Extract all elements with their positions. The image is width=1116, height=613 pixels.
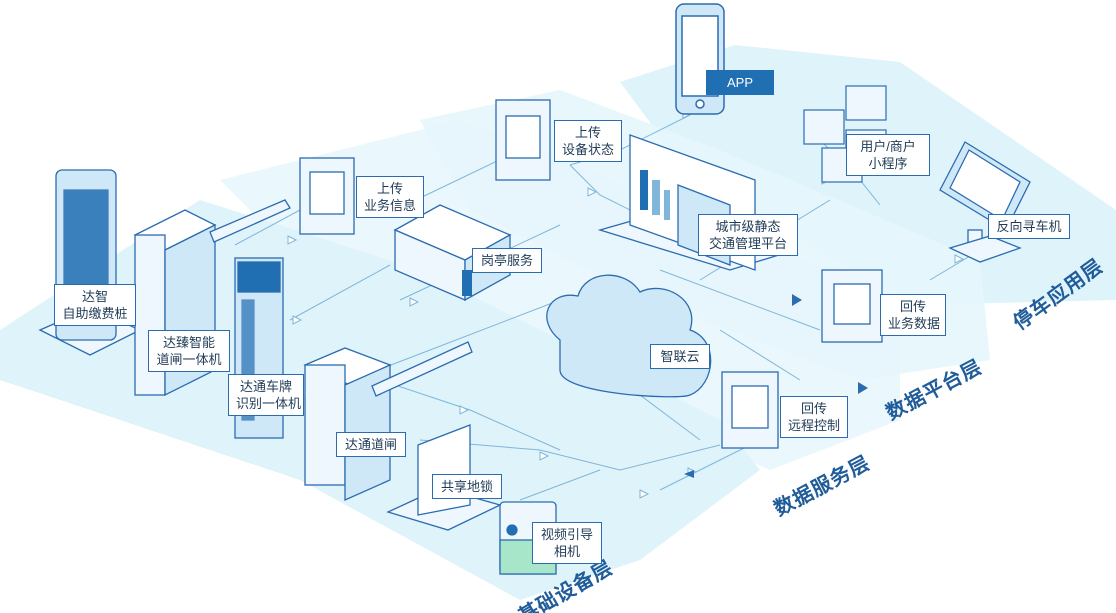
label-return-business: 回传 业务数据 (880, 294, 946, 336)
label-city-platform-line1: 城市级静态 (715, 219, 781, 234)
label-kiosk-service: 岗亭服务 (472, 248, 542, 273)
touchscreen-kiosk-icon (939, 141, 1031, 263)
server-box-icon (299, 99, 883, 449)
label-return-business-line2: 业务数据 (888, 316, 941, 331)
label-mini-program-line2: 小程序 (868, 156, 908, 171)
label-self-pay-line2: 自助缴费桩 (62, 306, 128, 321)
label-smart-gate-line1: 达臻智能 (162, 335, 215, 350)
label-upload-business: 上传 业务信息 (356, 176, 424, 218)
label-barrier-gate: 达通道闸 (336, 432, 406, 457)
label-return-control: 回传 远程控制 (780, 396, 848, 438)
label-video-camera: 视频引导 相机 (532, 522, 602, 564)
label-upload-business-line2: 业务信息 (364, 198, 417, 213)
label-smart-gate-line2: 道闸一体机 (156, 352, 222, 367)
label-app: APP (706, 70, 774, 95)
label-mini-program: 用户/商户 小程序 (846, 134, 930, 176)
label-video-camera-line2: 相机 (553, 544, 580, 559)
label-plate-recog: 达通车牌 识别一体机 (228, 374, 304, 416)
label-shared-lock: 共享地锁 (432, 474, 502, 499)
label-mini-program-line1: 用户/商户 (860, 139, 916, 154)
label-self-pay-line1: 达智 (81, 289, 108, 304)
label-upload-business-line1: 上传 (376, 181, 403, 196)
label-city-platform: 城市级静态 交通管理平台 (698, 214, 798, 256)
label-return-business-line1: 回传 (899, 299, 926, 314)
label-upload-status: 上传 设备状态 (554, 120, 622, 162)
label-reverse-search: 反向寻车机 (988, 214, 1070, 239)
smartphone-icon (675, 3, 725, 115)
label-upload-status-line1: 上传 (574, 125, 601, 140)
label-self-pay: 达智 自助缴费桩 (54, 284, 136, 326)
label-plate-recog-line2: 识别一体机 (236, 396, 302, 411)
label-return-control-line1: 回传 (800, 401, 827, 416)
label-city-platform-line2: 交通管理平台 (708, 236, 787, 251)
label-cloud: 智联云 (650, 344, 710, 369)
label-upload-status-line2: 设备状态 (562, 142, 615, 157)
label-video-camera-line1: 视频引导 (540, 527, 593, 542)
label-smart-gate: 达臻智能 道闸一体机 (148, 330, 230, 372)
label-return-control-line2: 远程控制 (788, 418, 841, 433)
label-plate-recog-line1: 达通车牌 (239, 379, 292, 394)
